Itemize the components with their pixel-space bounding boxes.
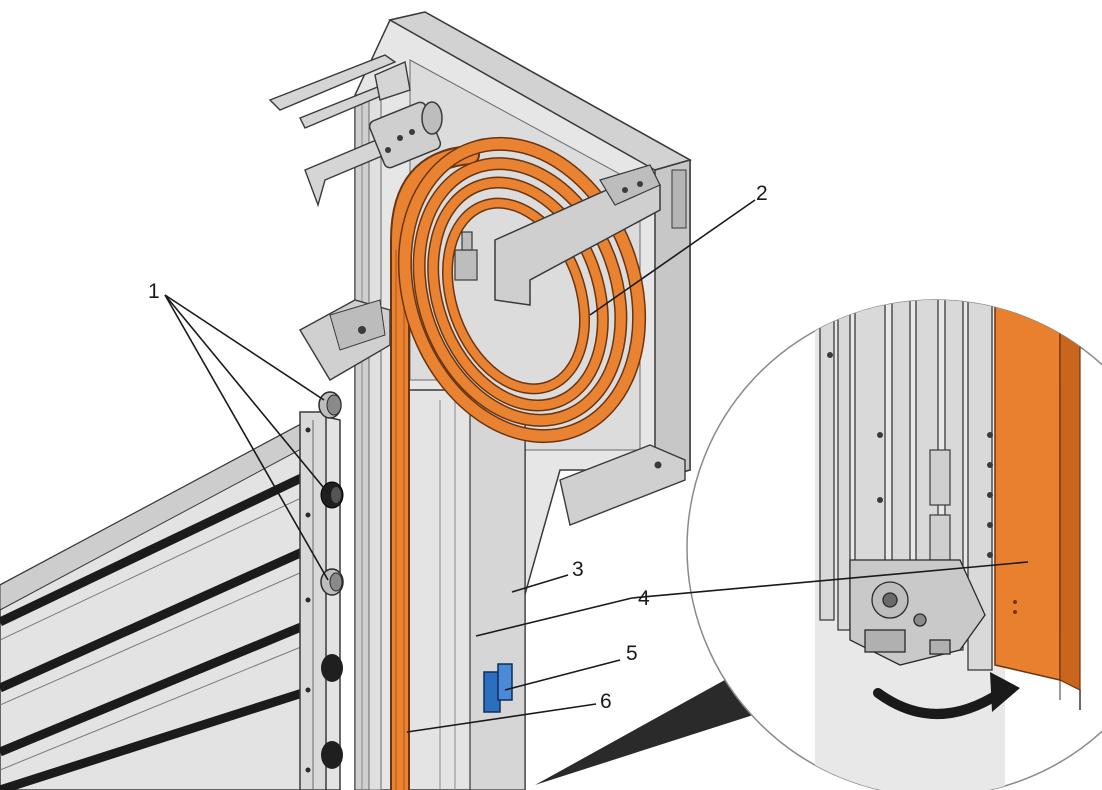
roller-middle-1 xyxy=(320,481,344,509)
door-panel xyxy=(0,391,344,790)
drive-shaft xyxy=(368,101,443,169)
callout-5: 5 xyxy=(626,642,638,665)
roller-middle-2 xyxy=(320,568,344,596)
callout-2: 2 xyxy=(756,182,768,205)
rotation-arrow-icon xyxy=(873,672,1020,719)
slat-stripes xyxy=(0,465,320,790)
roller-lower-2 xyxy=(321,741,343,769)
belt-coil xyxy=(390,136,647,790)
latch xyxy=(483,663,513,713)
roller-top xyxy=(318,391,342,419)
detail-curtain-panel xyxy=(994,300,1081,710)
coil-support-arm xyxy=(454,164,661,306)
detail-mechanism xyxy=(849,559,986,666)
belt-coil-loops xyxy=(397,136,647,444)
callout-1: 1 xyxy=(148,280,160,303)
lower-bracket xyxy=(559,444,686,526)
callout-labels: 1 2 3 4 5 6 xyxy=(148,182,768,713)
roller-lower-1 xyxy=(321,654,343,682)
callout-4: 4 xyxy=(638,587,650,610)
callout-6: 6 xyxy=(600,690,612,713)
leader-lines xyxy=(164,199,1029,733)
callout-3: 3 xyxy=(572,558,584,581)
side-bracket xyxy=(299,299,391,381)
detail-view xyxy=(686,299,1102,790)
roller-group xyxy=(318,391,344,769)
